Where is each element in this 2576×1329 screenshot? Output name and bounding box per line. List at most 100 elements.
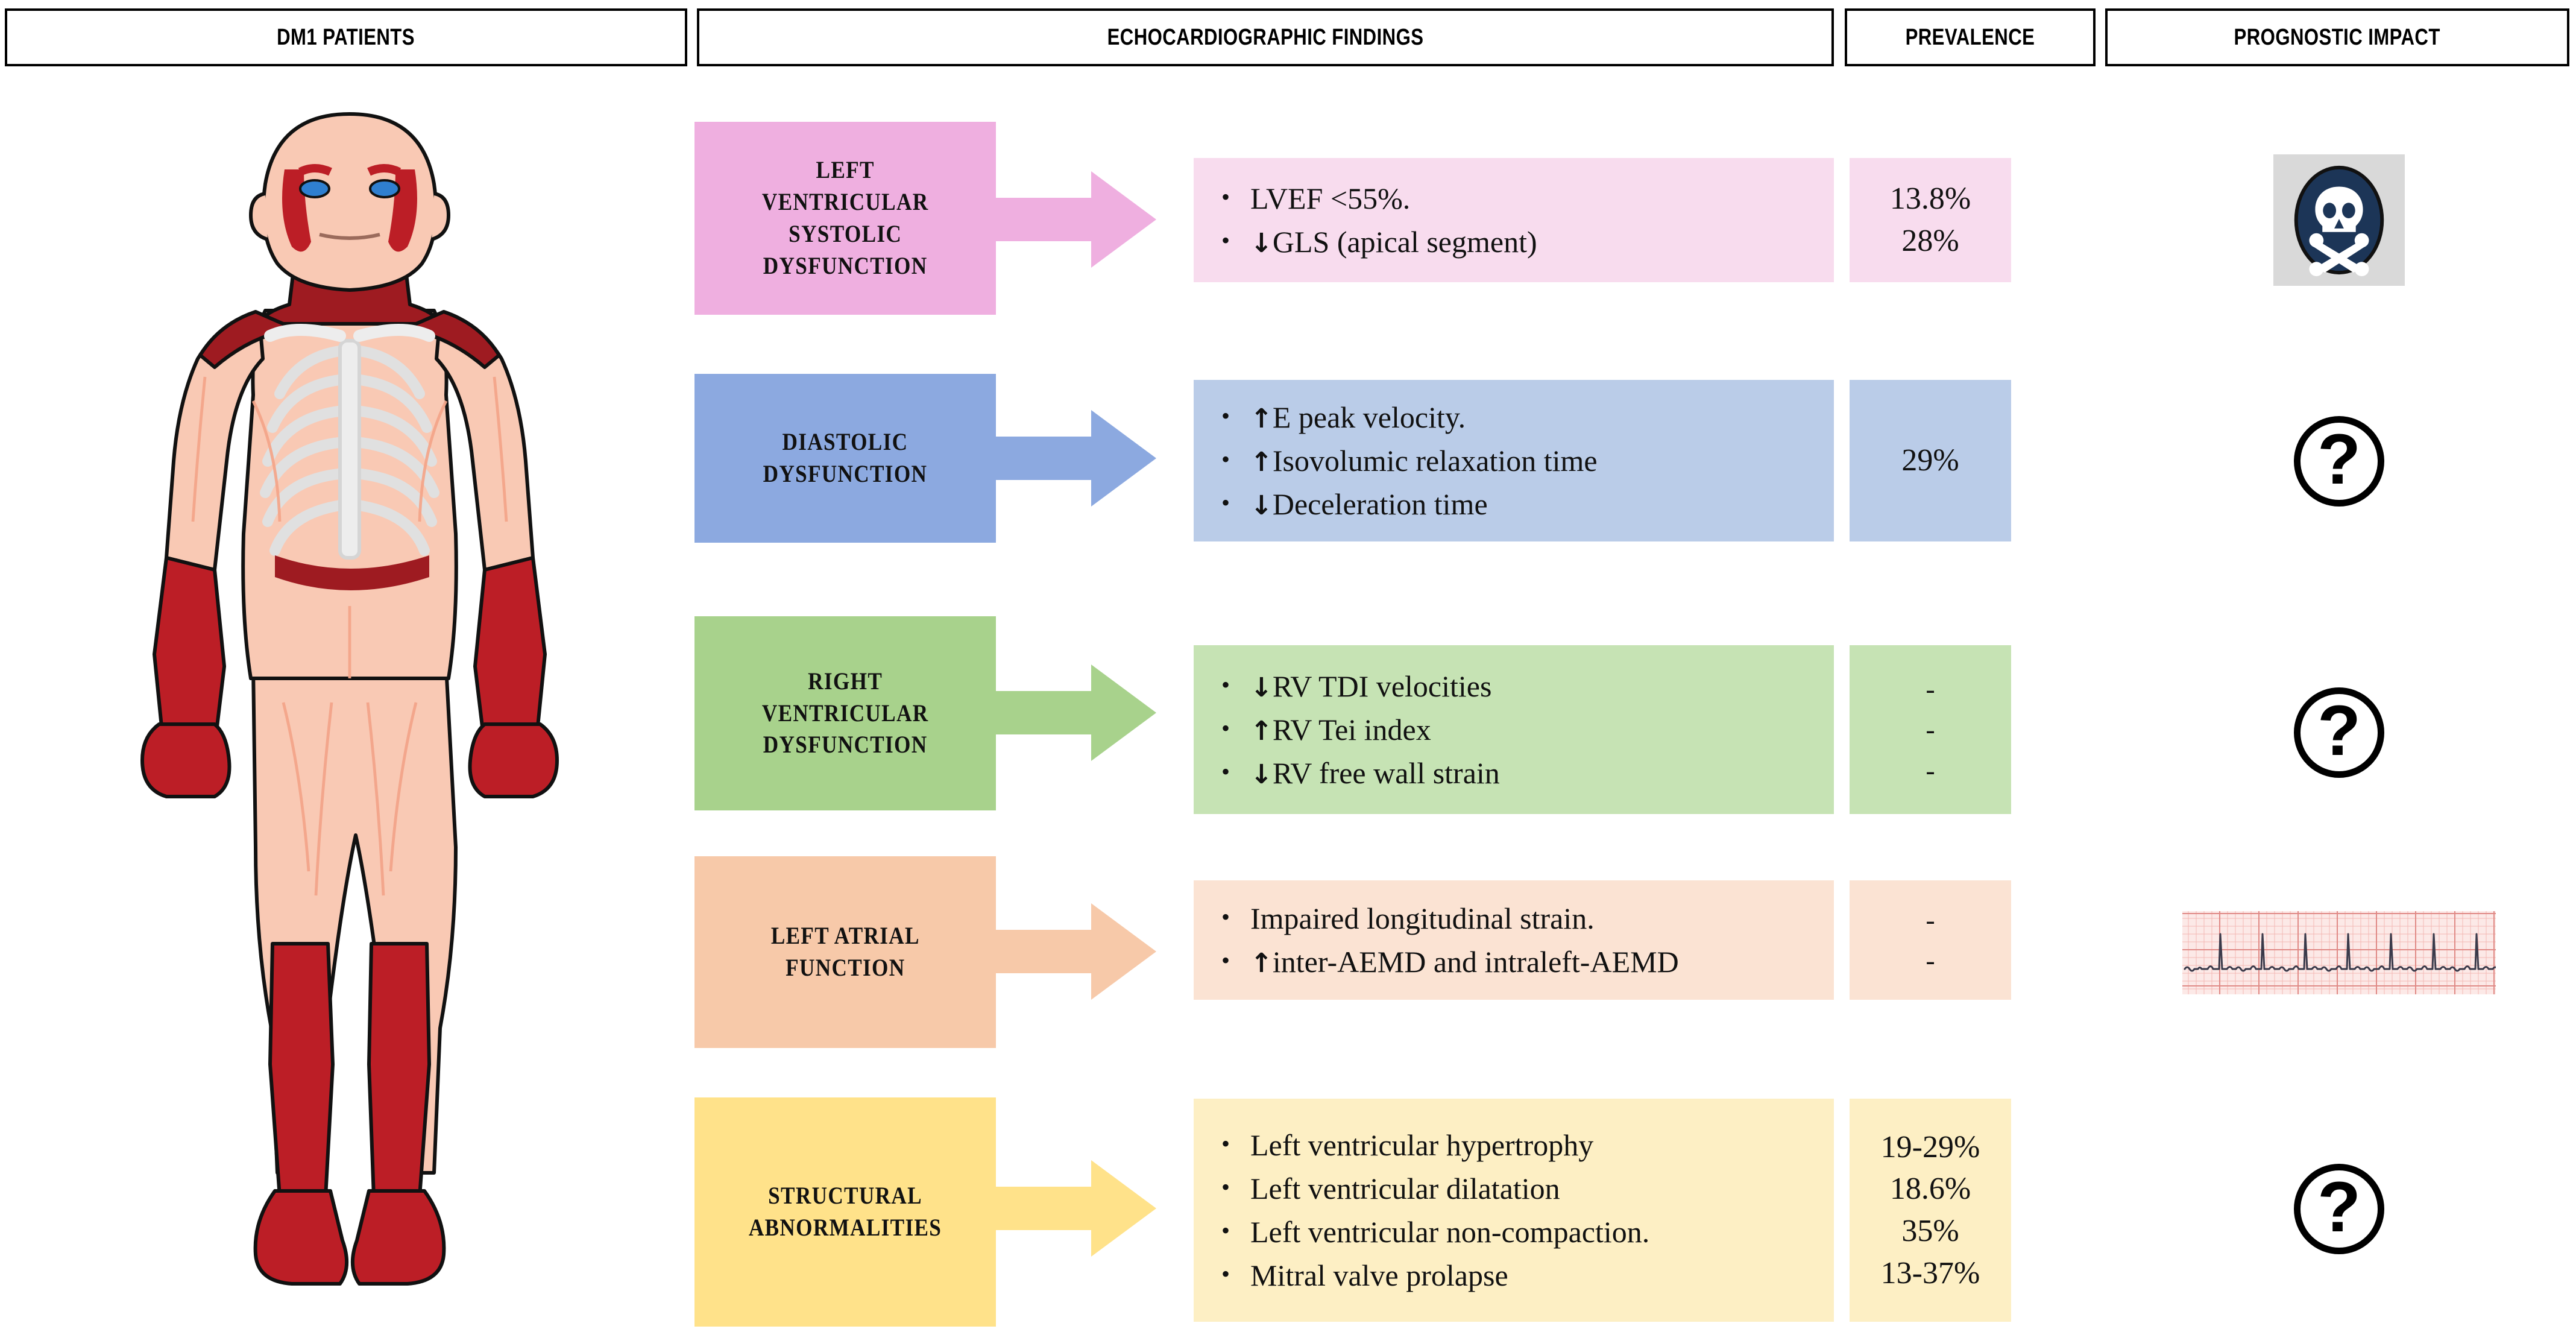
list-item: • ↑Isovolumic relaxation time — [1221, 441, 1810, 481]
question-mark-glyph: ? — [2317, 1167, 2361, 1247]
finding-text: Left ventricular dilatation — [1250, 1171, 1560, 1205]
question-mark-glyph: ? — [2317, 691, 2361, 771]
header-cell-prevalence: PREVALENCE — [1845, 8, 2096, 66]
header-cell-echocardiographic-findings: ECHOCARDIOGRAPHIC FINDINGS — [697, 8, 1834, 66]
list-item: • ↓GLS (apical segment) — [1221, 223, 1810, 262]
bullet-icon: • — [1221, 946, 1230, 974]
bullet-icon: • — [1221, 1260, 1230, 1287]
list-item: • ↑E peak velocity. — [1221, 398, 1810, 437]
prevalence-value: 35% — [1901, 1214, 1959, 1248]
prevalence-value: 13-37% — [1880, 1255, 1980, 1290]
prevalence-box-diastolic-dysfunction: 29% — [1850, 380, 2011, 541]
findings-list: • Impaired longitudinal strain. • ↑inter… — [1221, 895, 1810, 986]
list-item: • Left ventricular dilatation — [1221, 1169, 1810, 1208]
header-cell-prognostic-impact: PROGNOSTIC IMPACT — [2105, 8, 2569, 66]
list-item: • ↑inter-AEMD and intraleft-AEMD — [1221, 942, 1810, 982]
prognostic-cell-right-ventricular-dysfunction: ? — [2110, 657, 2568, 808]
finding-text: Left ventricular hypertrophy — [1250, 1128, 1594, 1162]
prevalence-box-right-ventricular-dysfunction: - - - — [1850, 645, 2011, 814]
findings-box-right-ventricular-dysfunction: • ↓RV TDI velocities • ↑RV Tei index • ↓… — [1194, 645, 1834, 814]
trend-arrow-down-icon: ↓ — [1250, 227, 1273, 259]
bullet-icon: • — [1221, 445, 1230, 473]
prevalence-value: 18.6% — [1889, 1172, 1971, 1207]
bullet-icon: • — [1221, 1173, 1230, 1201]
trend-arrow-up-icon: ↑ — [1250, 403, 1273, 434]
header-label-dm1-patients: DM1 PATIENTS — [277, 24, 415, 50]
arrow-left-atrial-function — [995, 901, 1156, 1002]
prognostic-cell-left-atrial-function — [2110, 892, 2568, 1013]
findings-list: • ↓RV TDI velocities • ↑RV Tei index • ↓… — [1221, 663, 1810, 797]
trend-arrow-down-icon: ↓ — [1250, 672, 1273, 703]
category-label-text: LEFT ATRIAL FUNCTION — [770, 922, 920, 981]
category-label-right-ventricular-dysfunction[interactable]: RIGHT VENTRICULAR DYSFUNCTION — [694, 616, 996, 810]
findings-box-structural-abnormalities: • Left ventricular hypertrophy • Left ve… — [1194, 1099, 1834, 1322]
prevalence-value: 29% — [1901, 443, 1959, 478]
prevalence-box-left-atrial-function: - - — [1850, 880, 2011, 1000]
category-label-left-ventricular-systolic-dysfunction[interactable]: LEFT VENTRICULAR SYSTOLIC DYSFUNCTION — [694, 122, 996, 315]
findings-box-diastolic-dysfunction: • ↑E peak velocity. • ↑Isovolumic relaxa… — [1194, 380, 1834, 541]
list-item: • ↓RV TDI velocities — [1221, 667, 1810, 706]
findings-list: • ↑E peak velocity. • ↑Isovolumic relaxa… — [1221, 394, 1810, 528]
prevalence-value: - — [1926, 674, 1935, 705]
bullet-icon: • — [1221, 714, 1230, 742]
prognostic-cell-diastolic-dysfunction: ? — [2110, 386, 2568, 537]
dm1-patient-body-figure — [72, 99, 627, 1324]
bullet-icon: • — [1221, 402, 1230, 429]
question-mark-icon: ? — [2294, 1164, 2384, 1254]
header-label-prognostic-impact: PROGNOSTIC IMPACT — [2234, 24, 2441, 50]
category-label-left-atrial-function[interactable]: LEFT ATRIAL FUNCTION — [694, 856, 996, 1048]
findings-box-left-atrial-function: • Impaired longitudinal strain. • ↑inter… — [1194, 880, 1834, 1000]
category-label-text: DIASTOLIC DYSFUNCTION — [763, 428, 928, 487]
arrow-right-ventricular-dysfunction — [995, 662, 1156, 763]
list-item: • LVEF <55%. — [1221, 179, 1810, 218]
trend-arrow-down-icon: ↓ — [1250, 759, 1273, 790]
question-mark-icon: ? — [2294, 416, 2384, 507]
question-mark-glyph: ? — [2317, 420, 2361, 499]
bullet-icon: • — [1221, 757, 1230, 785]
prevalence-value: - — [1926, 904, 1935, 935]
list-item: • Impaired longitudinal strain. — [1221, 899, 1810, 938]
prevalence-box-structural-abnormalities: 19-29% 18.6% 35% 13-37% — [1850, 1099, 2011, 1322]
finding-text: ↓RV TDI velocities — [1250, 669, 1492, 703]
list-item: • Left ventricular hypertrophy — [1221, 1126, 1810, 1165]
skull-and-crossbones-icon — [2273, 154, 2405, 286]
category-label-text: RIGHT VENTRICULAR DYSFUNCTION — [761, 667, 929, 759]
prevalence-value: 13.8% — [1889, 182, 1971, 216]
arrow-diastolic-dysfunction — [995, 408, 1156, 509]
finding-text: ↑Isovolumic relaxation time — [1250, 443, 1598, 478]
findings-box-left-ventricular-systolic-dysfunction: • LVEF <55%. • ↓GLS (apical segment) — [1194, 158, 1834, 282]
category-label-diastolic-dysfunction[interactable]: DIASTOLIC DYSFUNCTION — [694, 374, 996, 543]
prognostic-cell-structural-abnormalities: ? — [2110, 1134, 2568, 1284]
finding-text: Mitral valve prolapse — [1250, 1258, 1508, 1292]
bullet-icon: • — [1221, 183, 1230, 210]
arrow-left-ventricular-systolic-dysfunction — [995, 169, 1156, 270]
header-cell-dm1-patients: DM1 PATIENTS — [5, 8, 687, 66]
list-item: • Mitral valve prolapse — [1221, 1256, 1810, 1295]
category-label-text: STRUCTURAL ABNORMALITIES — [748, 1182, 942, 1241]
list-item: • ↓Deceleration time — [1221, 485, 1810, 524]
trend-arrow-up-icon: ↑ — [1250, 947, 1273, 979]
category-label-text: LEFT VENTRICULAR SYSTOLIC DYSFUNCTION — [761, 156, 929, 279]
prevalence-value: 28% — [1901, 224, 1959, 258]
ecg-strip-icon — [2182, 911, 2496, 994]
trend-arrow-up-icon: ↑ — [1250, 715, 1273, 747]
list-item: • ↑RV Tei index — [1221, 710, 1810, 750]
finding-text: LVEF <55%. — [1250, 181, 1411, 215]
arrow-structural-abnormalities — [995, 1158, 1156, 1259]
bullet-icon: • — [1221, 1129, 1230, 1157]
trend-arrow-down-icon: ↓ — [1250, 490, 1273, 521]
trend-arrow-up-icon: ↑ — [1250, 446, 1273, 478]
finding-text: ↓GLS (apical segment) — [1250, 224, 1537, 259]
finding-text: ↑E peak velocity. — [1250, 400, 1466, 434]
finding-text: ↑inter-AEMD and intraleft-AEMD — [1250, 944, 1679, 979]
category-label-structural-abnormalities[interactable]: STRUCTURAL ABNORMALITIES — [694, 1097, 996, 1327]
findings-list: • LVEF <55%. • ↓GLS (apical segment) — [1221, 175, 1810, 266]
bullet-icon: • — [1221, 671, 1230, 698]
header-label-echocardiographic-findings: ECHOCARDIOGRAPHIC FINDINGS — [1107, 24, 1424, 50]
bullet-icon: • — [1221, 226, 1230, 254]
bullet-icon: • — [1221, 903, 1230, 930]
question-mark-icon: ? — [2294, 687, 2384, 778]
finding-text: ↑RV Tei index — [1250, 712, 1431, 747]
prevalence-value: - — [1926, 714, 1935, 745]
